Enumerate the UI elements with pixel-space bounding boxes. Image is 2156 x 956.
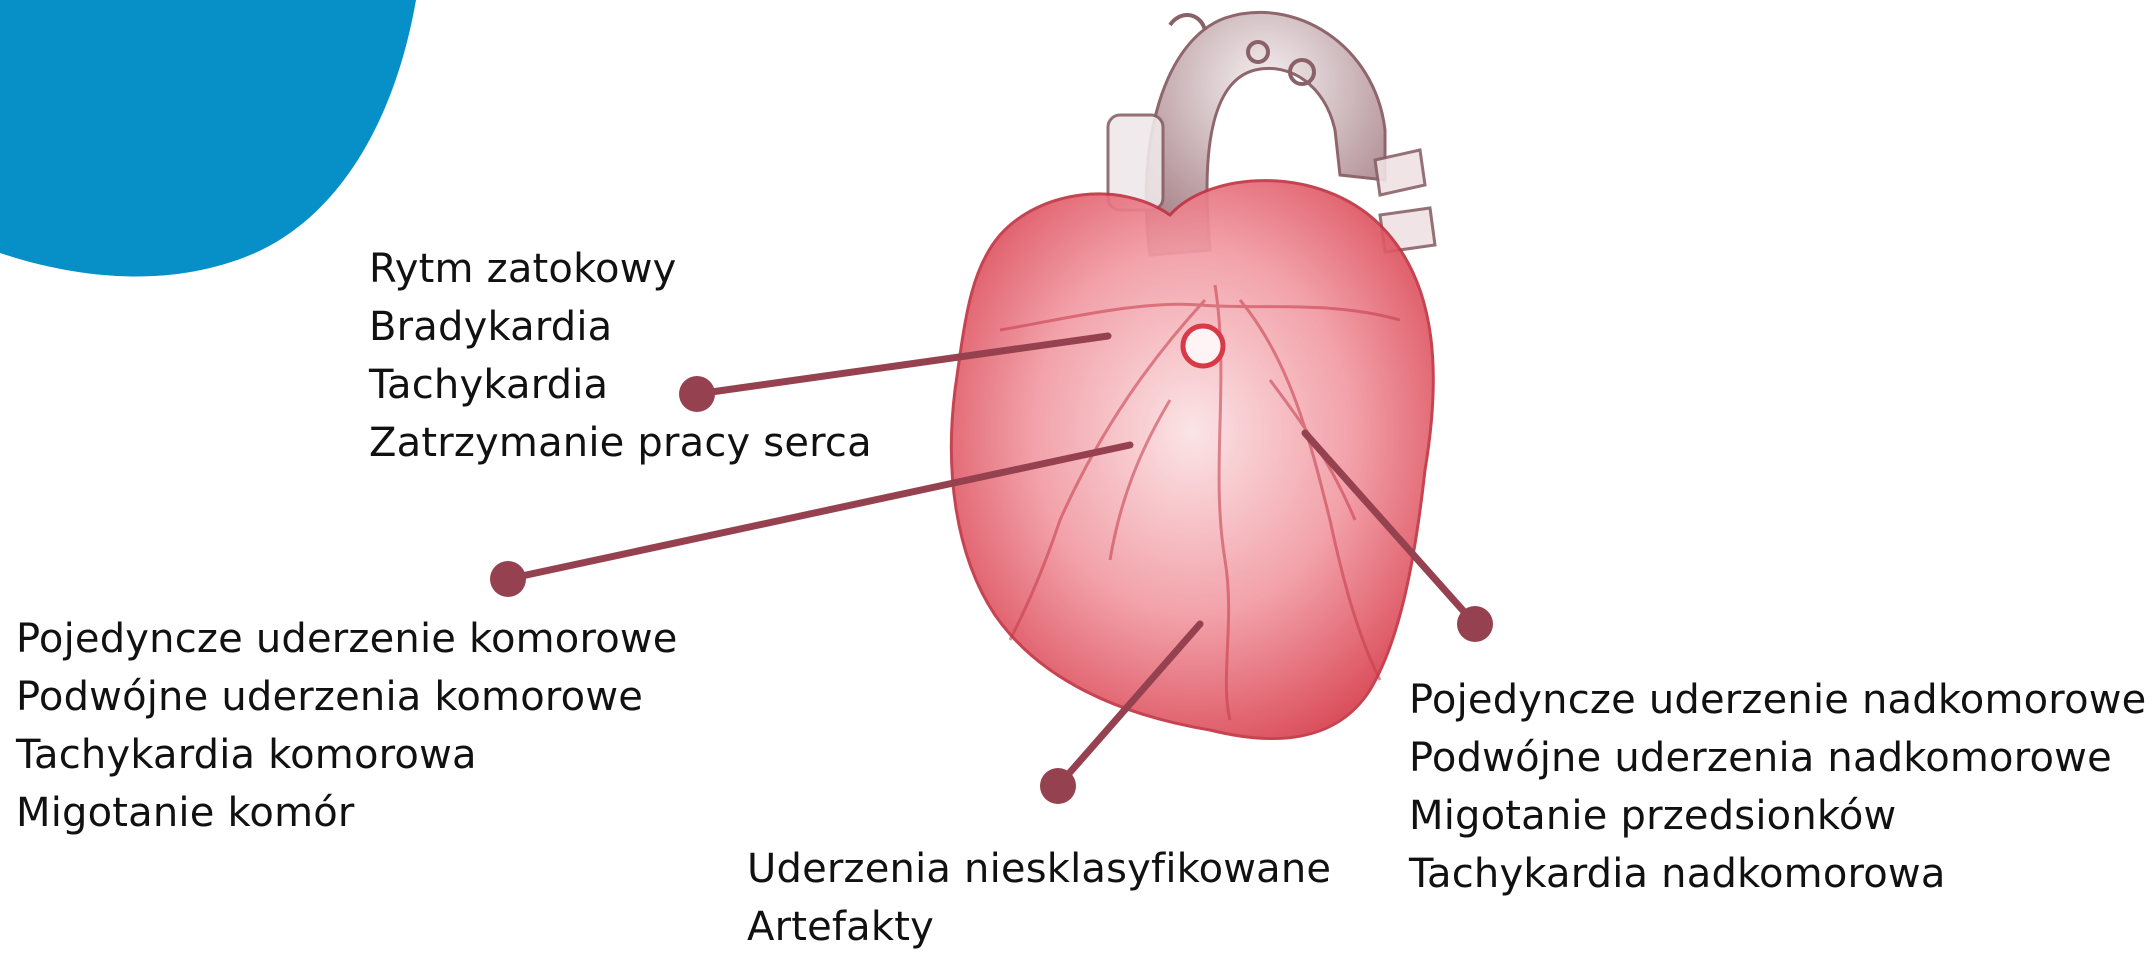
label-group-ventricular: Pojedyncze uderzenie komorowe Podwójne u…	[16, 610, 678, 842]
label-item: Zatrzymanie pracy serca	[369, 414, 872, 472]
label-group-supraventricular: Pojedyncze uderzenie nadkomorowe Podwójn…	[1409, 671, 2146, 903]
label-item: Podwójne uderzenia nadkomorowe	[1409, 729, 2146, 787]
connector-dot-2	[490, 561, 526, 597]
connector-dot-3	[1457, 606, 1493, 642]
label-item: Tachykardia komorowa	[16, 726, 678, 784]
label-item: Pojedyncze uderzenie komorowe	[16, 610, 678, 668]
accent-blob	[0, 0, 416, 276]
label-item: Uderzenia niesklasyfikowane	[747, 840, 1331, 898]
label-group-sinus-rhythm: Rytm zatokowy Bradykardia Tachykardia Za…	[369, 240, 872, 472]
connector-dot-4	[1040, 768, 1076, 804]
label-item: Bradykardia	[369, 298, 872, 356]
label-item: Migotanie komór	[16, 784, 678, 842]
label-item: Migotanie przedsionków	[1409, 787, 2146, 845]
label-item: Pojedyncze uderzenie nadkomorowe	[1409, 671, 2146, 729]
label-item: Tachykardia	[369, 356, 872, 414]
label-group-unclassified: Uderzenia niesklasyfikowane Artefakty	[747, 840, 1331, 956]
label-item: Rytm zatokowy	[369, 240, 872, 298]
label-item: Podwójne uderzenia komorowe	[16, 668, 678, 726]
label-item: Artefakty	[747, 898, 1331, 956]
label-item: Tachykardia nadkomorowa	[1409, 845, 2146, 903]
